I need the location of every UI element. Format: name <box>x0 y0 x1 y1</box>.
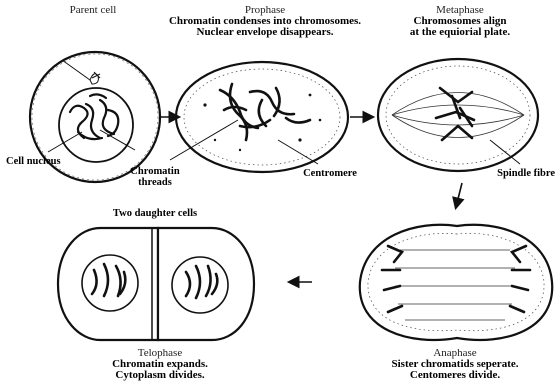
parent-cell-title: Parent cell <box>48 5 138 16</box>
chromatin-threads-label-line1: Chromatin <box>127 166 183 177</box>
spindle-fibre-label: Spindle fibre <box>470 168 555 179</box>
telophase-cells <box>58 228 254 340</box>
cell-nucleus-label: Cell nucleus <box>6 156 86 167</box>
chromatin-threads-label-line2: threads <box>127 177 183 188</box>
daughter-nucleus-left <box>82 255 138 311</box>
anaphase-desc-line2: Centomeres divide. <box>375 370 535 381</box>
arrow-metaphase-to-anaphase <box>456 183 462 207</box>
two-daughter-cells-label: Two daughter cells <box>95 208 215 219</box>
telophase-desc-line2: Cytoplasm divides. <box>95 370 225 381</box>
anaphase-cell <box>360 225 552 340</box>
metaphase-cell <box>378 59 538 171</box>
prophase-cell <box>176 62 348 172</box>
prophase-desc-line2: Nuclear envelope disappears. <box>140 27 390 38</box>
centromere-label: Centromere <box>290 168 370 179</box>
metaphase-desc-line2: at the equiorial plate. <box>385 27 535 38</box>
parent-nucleus <box>59 88 133 162</box>
